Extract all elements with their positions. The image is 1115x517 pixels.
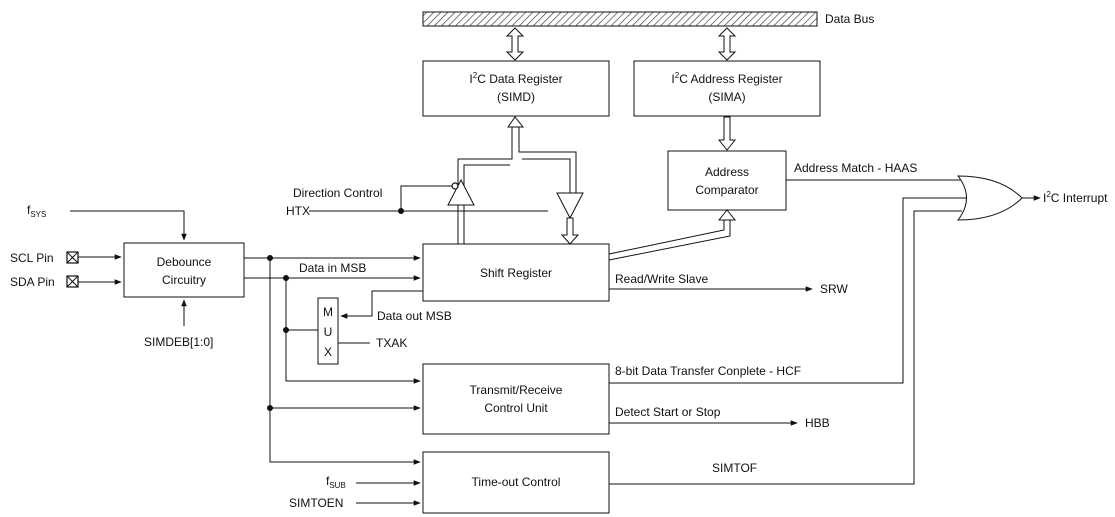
- data-transfer-complete-label: 8-bit Data Transfer Conplete - HCF: [615, 364, 801, 378]
- i2c-address-register: [633, 60, 821, 117]
- simd-input-arrow: [507, 116, 525, 128]
- scl-pin-icon: [66, 251, 79, 264]
- mux: [317, 297, 339, 365]
- shift-register-label: Shift Register: [480, 266, 552, 280]
- mux-letter-m: M: [323, 305, 333, 319]
- htx-junction: [398, 208, 404, 214]
- htx-label: HTX: [286, 204, 310, 218]
- sima-to-comparator-arrow: [717, 116, 737, 151]
- data-out-msb-line: [340, 290, 423, 319]
- transmit-receive-control: [422, 363, 610, 435]
- bus-arrow-sima: [717, 27, 737, 61]
- i2c-data-register: [422, 60, 610, 117]
- simtoen-label: SIMTOEN: [289, 496, 343, 510]
- data-bus-label: Data Bus: [825, 12, 874, 26]
- i2c-interrupt-label: I2C Interrupt: [1043, 190, 1108, 205]
- i2c-data-register-subtitle: (SIMD): [497, 90, 535, 104]
- timeout-control: [422, 451, 610, 514]
- fsys-label: fSYS: [27, 203, 46, 219]
- sda-pin-label: SDA Pin: [10, 275, 55, 289]
- buffer-to-shift-arrow: [560, 217, 580, 245]
- scl-pin-label: SCL Pin: [10, 251, 54, 265]
- address-match-label: Address Match - HAAS: [794, 161, 917, 175]
- transmit-receive-line2: Control Unit: [484, 401, 548, 415]
- interrupt-or-gate: [956, 175, 1023, 221]
- transmit-receive-line1: Transmit/Receive: [470, 383, 563, 397]
- debounce-line2: Circuitry: [162, 273, 206, 287]
- debounce-line1: Debounce: [157, 255, 212, 269]
- txak-label: TXAK: [376, 336, 407, 350]
- shift-to-comparator-bus: [608, 220, 731, 261]
- address-comparator-line2: Comparator: [695, 183, 758, 197]
- address-comparator-line1: Address: [705, 165, 749, 179]
- bus-arrow-simd: [505, 27, 525, 61]
- shift-to-comparator-arrow: [717, 209, 737, 221]
- simd-shift-loop-outer: [457, 127, 577, 244]
- address-comparator: [667, 150, 787, 211]
- detect-start-stop-label: Detect Start or Stop: [615, 405, 721, 419]
- i2c-address-register-title: I2C Address Register: [671, 71, 782, 86]
- data-bus: [422, 11, 818, 27]
- hcf-to-or-line: [609, 197, 966, 384]
- read-write-slave-label: Read/Write Slave: [615, 272, 708, 286]
- simtof-to-or-line: [609, 210, 962, 485]
- sda-junction-2: [283, 327, 289, 333]
- tx-buffer: [447, 178, 475, 206]
- i2c-address-register-subtitle: (SIMA): [708, 90, 745, 104]
- srw-label: SRW: [820, 282, 848, 296]
- scl-junction-2: [267, 405, 273, 411]
- tx-buffer-enable-bubble: [451, 182, 459, 190]
- hbb-label: HBB: [805, 416, 830, 430]
- direction-control-label: Direction Control: [293, 186, 382, 200]
- simdeb-label: SIMDEB[1:0]: [144, 335, 213, 349]
- htx-enable-line: [400, 185, 452, 211]
- sda-pin-icon: [66, 275, 79, 288]
- i2c-data-register-title: I2C Data Register: [469, 71, 562, 86]
- timeout-control-label: Time-out Control: [472, 475, 561, 489]
- scl-distribution: [269, 258, 421, 465]
- mux-letter-u: U: [324, 325, 333, 339]
- simtof-label: SIMTOF: [712, 461, 757, 475]
- fsub-label: fSUB: [326, 474, 346, 490]
- fsys-line: [70, 210, 187, 241]
- debounce-circuitry: [123, 242, 245, 298]
- simd-shift-loop-inner: [463, 158, 571, 244]
- sda-distribution: [285, 278, 421, 384]
- data-in-msb-label: Data in MSB: [299, 261, 366, 275]
- shift-register: [422, 243, 610, 302]
- mux-letter-x: X: [324, 345, 332, 359]
- data-out-msb-label: Data out MSB: [377, 309, 452, 323]
- rx-buffer: [556, 192, 584, 220]
